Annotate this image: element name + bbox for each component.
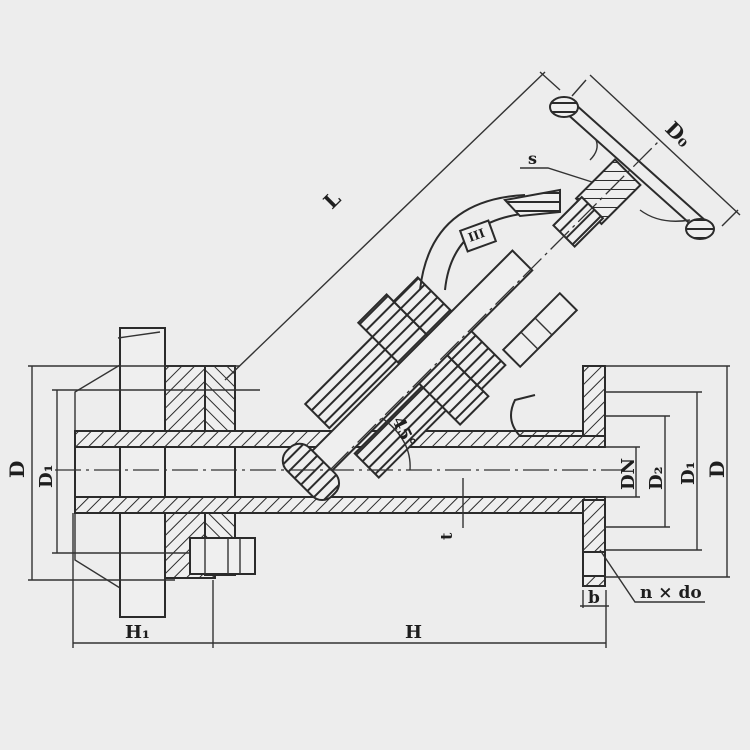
label-left-D1: D₁ [36, 465, 57, 489]
label-right-D: D [705, 461, 729, 478]
label-L: L [319, 187, 346, 214]
left-mating-flange [74, 327, 166, 618]
nameplate [458, 219, 498, 253]
label-t: t [437, 532, 456, 540]
yoke-arc [419, 188, 561, 291]
bolt-left [189, 537, 256, 575]
label-plate-mark: III [466, 226, 487, 245]
label-D0: D₀ [660, 117, 696, 153]
stem [281, 249, 534, 502]
label-DN: DN [618, 458, 639, 490]
gland-bolt [501, 291, 579, 369]
label-n-do: n × do [640, 583, 702, 603]
label-D2: D₂ [646, 467, 667, 491]
label-H: H [405, 622, 422, 643]
label-right-D1: D₁ [678, 462, 699, 486]
label-b: b [588, 588, 600, 608]
label-S: s [528, 149, 537, 168]
handwheel [549, 96, 715, 240]
dimension-lines [28, 71, 741, 648]
label-left-D: D [5, 461, 29, 478]
label-H1: H₁ [125, 622, 150, 643]
right-flange [510, 365, 606, 587]
